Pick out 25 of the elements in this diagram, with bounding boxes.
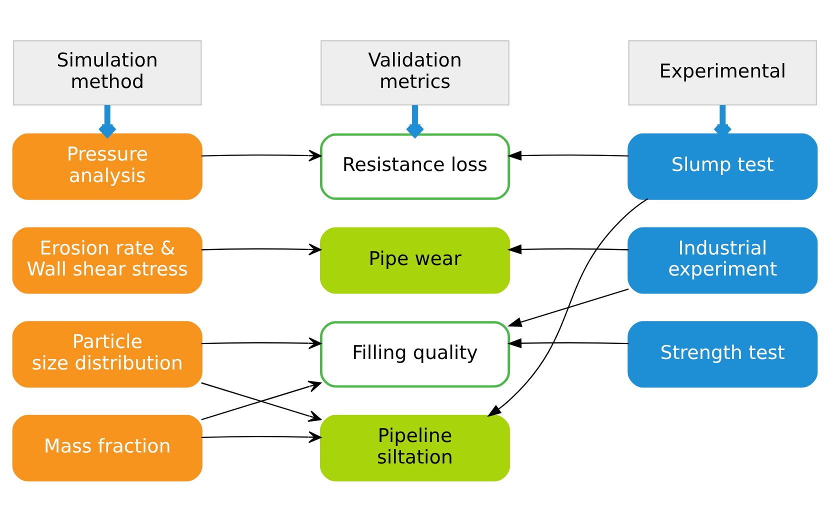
node-box: Resistance loss — [320, 132, 510, 200]
arrow — [507, 338, 629, 348]
node-box: Strength test — [628, 320, 818, 388]
node-box: Filling quality — [320, 320, 510, 388]
node-box: Pipe wear — [320, 226, 510, 294]
node-box: Pressure analysis — [12, 132, 202, 200]
node-box: Slump test — [628, 132, 818, 200]
node-box: Particle size distribution — [12, 320, 202, 388]
node-box: Pipeline siltation — [320, 414, 510, 481]
node-box: Experimental — [628, 40, 818, 105]
arrow — [201, 336, 322, 349]
arrow — [405, 104, 425, 137]
node-box: Erosion rate & Wall shear stress — [12, 226, 202, 294]
arrow — [507, 288, 629, 326]
arrow — [201, 430, 322, 443]
arrow — [201, 243, 322, 255]
arrow — [507, 150, 629, 160]
arrow — [98, 104, 117, 137]
node-box: Industrial experiment — [628, 226, 818, 294]
arrow — [201, 149, 322, 162]
arrow — [487, 198, 648, 417]
arrow — [507, 244, 629, 254]
node-box: Mass fraction — [12, 414, 202, 481]
node-box: Simulation method — [12, 40, 202, 105]
node-box: Validation metrics — [320, 40, 510, 105]
